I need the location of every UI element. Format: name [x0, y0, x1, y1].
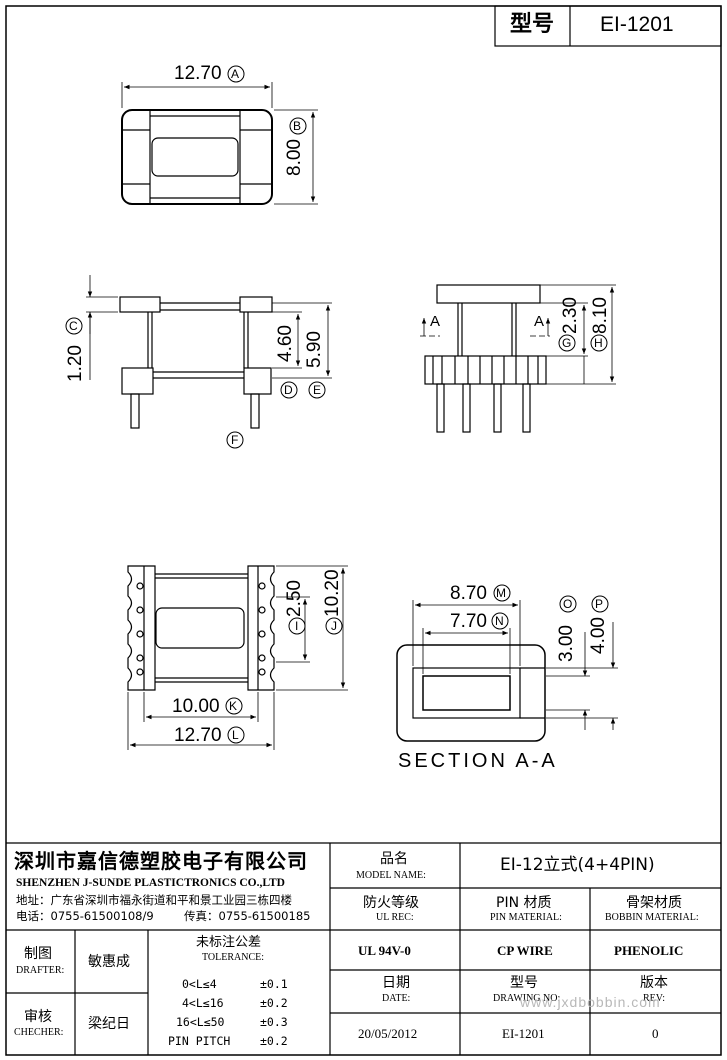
model-name-en: MODEL NAME: [356, 870, 426, 881]
dim-j-value: 10.20 [322, 569, 343, 617]
pin-en: PIN MATERIAL: [490, 912, 562, 923]
tolerance-en: TOLERANCE: [202, 952, 265, 963]
section-view [396, 600, 618, 742]
tolerance-row: 0<L≤4 ±0.1 [160, 975, 325, 994]
marker-b: B [293, 119, 302, 133]
tolerance-value: ±0.3 [260, 1015, 288, 1029]
bobbin-value: PHENOLIC [614, 943, 684, 958]
title-block-lines [6, 842, 721, 1055]
marker-circles [65, 65, 609, 744]
section-arrow-label-right: A [534, 313, 545, 330]
marker-c: C [69, 319, 78, 333]
tolerance-range: 4<L≤16 [182, 996, 224, 1010]
tolerance-row: 4<L≤16 ±0.2 [160, 994, 325, 1013]
bobbin-cn: 骨架材质 [626, 895, 682, 911]
marker-m: M [496, 586, 506, 600]
section-title: SECTION A-A [398, 750, 558, 772]
bottom-view [127, 565, 348, 750]
company-name-cn: 深圳市嘉信德塑胶电子有限公司 [14, 849, 308, 873]
ul-value: UL 94V-0 [358, 943, 411, 958]
tolerance-value: ±0.1 [260, 977, 288, 991]
date-value: 20/05/2012 [358, 1026, 418, 1041]
drafter-value: 敏惠成 [88, 954, 130, 970]
top-view [121, 82, 318, 205]
dim-m-value: 8.70 [450, 583, 487, 604]
dim-a-value: 12.70 [174, 63, 222, 84]
tolerance-range: 0<L≤4 [182, 977, 217, 991]
dim-n-value: 7.70 [450, 611, 487, 632]
company-phone: 电话：0755-61500108/9 [16, 909, 154, 923]
marker-p: P [595, 597, 604, 611]
rev-en: REV: [643, 993, 666, 1004]
pin-value: CP WIRE [497, 943, 553, 958]
checker-cn: 审核 [24, 1009, 52, 1025]
marker-f: F [231, 433, 239, 447]
marker-e: E [313, 383, 322, 397]
marker-h: H [594, 336, 603, 350]
ul-en: UL REC: [376, 912, 414, 923]
model-name-value: EI-12立式(4+4PIN) [500, 855, 655, 875]
header-model-value: EI-1201 [600, 13, 674, 36]
dim-l-value: 12.70 [174, 725, 222, 746]
dim-g-value: 2.30 [560, 297, 581, 334]
company-name-en: SHENZHEN J-SUNDE PLASTICTRONICS CO.,LTD [16, 877, 285, 889]
company-fax: 传真：0755-61500185 [184, 909, 311, 923]
watermark: www.jxdbobbin.com [520, 994, 661, 1010]
tolerance-value: ±0.2 [260, 1034, 288, 1048]
dim-p-value: 4.00 [588, 617, 609, 654]
marker-a: A [231, 67, 240, 81]
marker-l: L [232, 728, 239, 742]
marker-j: J [331, 619, 337, 633]
drawing-no-value: EI-1201 [502, 1026, 545, 1041]
drafter-en: DRAFTER: [16, 965, 65, 976]
tolerance-row: 16<L≤50 ±0.3 [160, 1013, 325, 1032]
tolerance-range: PIN PITCH [168, 1034, 231, 1048]
date-en: DATE: [382, 993, 411, 1004]
tolerance-cn: 未标注公差 [196, 935, 262, 950]
marker-n: N [495, 614, 504, 628]
header-model-label: 型号 [510, 12, 555, 37]
marker-d: D [284, 383, 293, 397]
drafter-cn: 制图 [24, 946, 52, 962]
pin-cn: PIN 材质 [496, 895, 552, 911]
tolerance-value: ±0.2 [260, 996, 288, 1010]
checker-value: 梁纪日 [88, 1016, 130, 1032]
drawing-no-cn: 型号 [510, 975, 538, 991]
dim-h-value: 8.10 [590, 297, 611, 334]
model-name-cn: 品名 [380, 851, 408, 867]
tolerance-table: 0<L≤4 ±0.1 4<L≤16 ±0.2 16<L≤50 ±0.3 PIN PIT… [160, 975, 325, 1051]
dim-e-value: 5.90 [304, 331, 325, 368]
rev-cn: 版本 [640, 975, 668, 991]
side-view [86, 275, 332, 429]
marker-k: K [229, 699, 238, 713]
checker-en: CHECHER: [14, 1027, 64, 1038]
ul-cn: 防火等级 [363, 895, 419, 911]
dim-c-value: 1.20 [65, 345, 86, 382]
section-arrow-label-left: A [430, 313, 441, 330]
dim-o-value: 3.00 [556, 625, 577, 662]
company-address: 地址：广东省深圳市福永街道和平和景工业园三栋四楼 [16, 893, 292, 907]
tolerance-range: 16<L≤50 [176, 1015, 225, 1029]
rev-value: 0 [652, 1026, 659, 1041]
marker-g: G [562, 336, 572, 350]
marker-o: O [563, 597, 573, 611]
date-cn: 日期 [382, 975, 410, 991]
dim-d-value: 4.60 [275, 325, 296, 362]
dim-i-value: 2.50 [284, 580, 305, 617]
dim-b-value: 8.00 [284, 139, 305, 176]
drawing-no-en: DRAWING NO: [493, 993, 561, 1004]
front-view [420, 284, 616, 433]
bobbin-en: BOBBIN MATERIAL: [605, 912, 699, 923]
dim-k-value: 10.00 [172, 696, 220, 717]
marker-i: I [295, 619, 299, 633]
tolerance-row: PIN PITCH ±0.2 [160, 1032, 325, 1051]
